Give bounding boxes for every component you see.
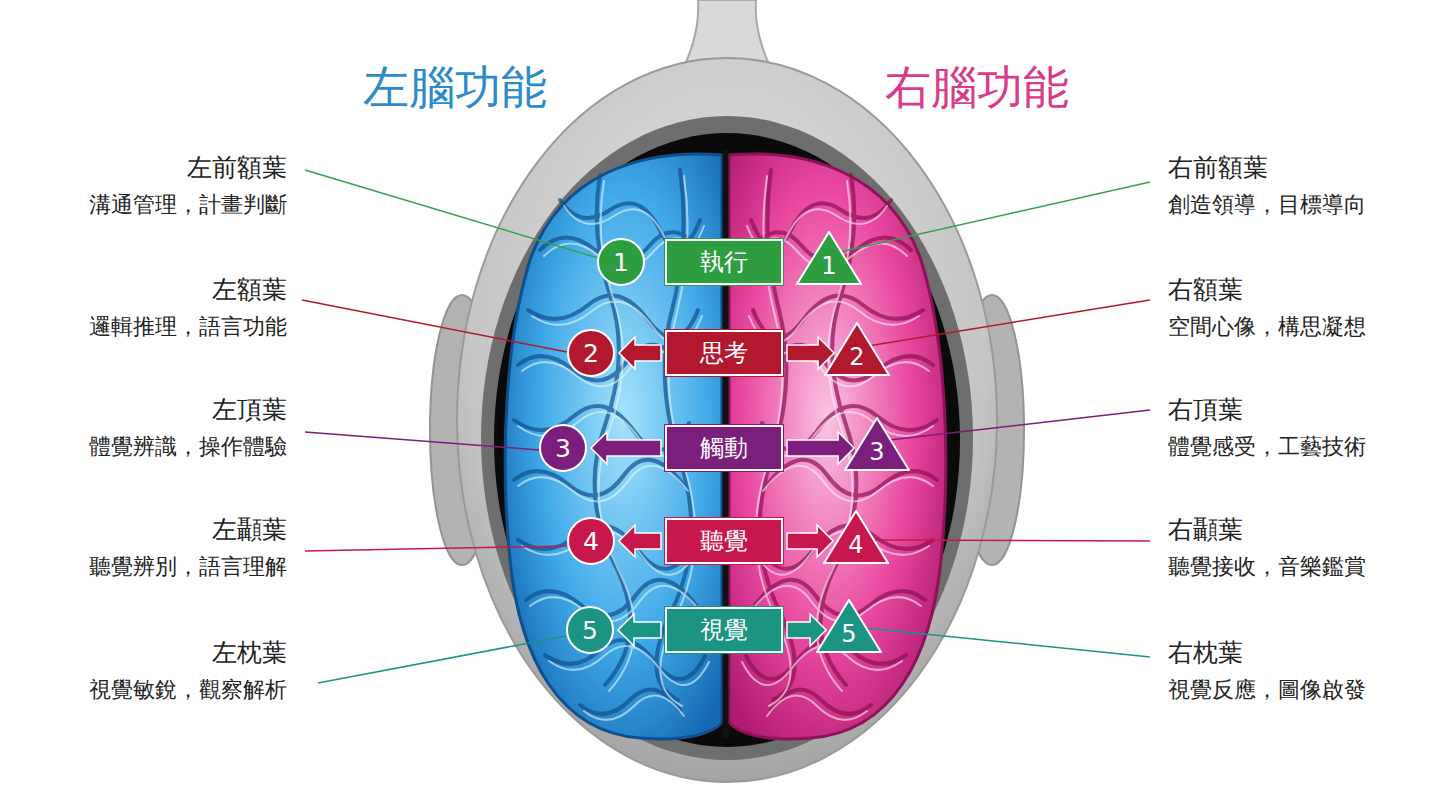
block-arrow (787, 337, 834, 369)
left-lobe-circle: 2 (567, 329, 615, 377)
lobe-function: 創造領導，目標導向 (1168, 192, 1366, 218)
leader-line (840, 182, 1150, 252)
hemisphere-heading: 右腦功能 (885, 60, 1069, 115)
lobe-function: 邏輯推理，語言功能 (89, 314, 287, 340)
skull-rim (481, 116, 973, 760)
right-lobe-triangle: 5 (816, 599, 882, 653)
leader-line (873, 540, 1150, 541)
right-lobe-triangle: 3 (844, 417, 910, 471)
triangle-outline (797, 232, 861, 284)
lobe-function: 視覺敏銳，觀察解析 (89, 677, 287, 703)
leader-line (302, 300, 567, 352)
lobe-name: 左顳葉 (212, 515, 287, 545)
callout-number: 2 (583, 339, 599, 368)
lobe-name: 左額葉 (212, 275, 287, 305)
skull-cavity (494, 133, 960, 747)
left-lobe-circle: 1 (597, 238, 645, 286)
callout-number: 1 (613, 248, 629, 277)
callout-number: 2 (849, 345, 864, 369)
lobe-name: 右前額葉 (1168, 153, 1268, 183)
left-lobe-circle: 4 (567, 517, 615, 565)
right-lobe-triangle: 4 (823, 510, 889, 564)
triangle-outline (845, 418, 909, 470)
right-lobe-triangle: 2 (824, 322, 890, 376)
lobe-name: 左枕葉 (212, 638, 287, 668)
callout-number: 5 (582, 616, 598, 645)
lobe-name: 左頂葉 (212, 395, 287, 425)
callout-number: 3 (555, 434, 571, 463)
block-arrow (618, 614, 661, 646)
lobe-name: 左前額葉 (187, 153, 287, 183)
lobe-function: 空間心像，構思凝想 (1168, 314, 1366, 340)
lobe-function: 視覺反應，圖像啟發 (1168, 677, 1366, 703)
leader-line (868, 300, 1150, 346)
lobe-function: 聽覺接收，音樂鑑賞 (1168, 554, 1366, 580)
leader-line (318, 636, 566, 683)
leader-line (305, 170, 598, 258)
function-label: 聽覺 (700, 525, 748, 557)
function-label: 執行 (700, 246, 748, 278)
triangle-outline (825, 323, 889, 375)
callout-number: 3 (869, 440, 884, 464)
left-lobe-circle: 5 (566, 606, 614, 654)
function-label: 視覺 (700, 614, 748, 646)
leader-line (889, 410, 1150, 440)
function-box: 執行 (665, 239, 783, 285)
callout-number: 5 (841, 622, 856, 646)
head (457, 58, 997, 782)
leader-line (305, 546, 567, 551)
leader-line (865, 628, 1150, 657)
block-arrow (787, 432, 854, 464)
block-arrow (619, 337, 661, 369)
function-box: 聽覺 (665, 518, 783, 564)
left-lobe-circle: 3 (539, 424, 587, 472)
lobe-function: 溝通管理，計畫判斷 (89, 192, 287, 218)
triangle-outline (824, 511, 888, 563)
lobe-name: 右枕葉 (1168, 638, 1243, 668)
block-arrow (787, 614, 826, 646)
lobe-name: 右額葉 (1168, 275, 1243, 305)
lobe-function: 體覺辨識，操作體驗 (89, 434, 287, 460)
function-box: 思考 (665, 330, 783, 376)
lobe-name: 右顳葉 (1168, 515, 1243, 545)
block-arrow (619, 525, 661, 557)
block-arrow (787, 525, 833, 557)
lobe-function: 體覺感受，工藝技術 (1168, 434, 1366, 460)
hemisphere-heading: 左腦功能 (363, 60, 547, 115)
lobe-function: 聽覺辨別，語言理解 (89, 554, 287, 580)
function-box: 觸動 (665, 425, 783, 471)
block-arrow (591, 432, 661, 464)
callout-number: 1 (821, 254, 836, 278)
function-box: 視覺 (665, 607, 783, 653)
callout-number: 4 (848, 533, 863, 557)
right-lobe-triangle: 1 (796, 231, 862, 285)
function-label: 思考 (700, 337, 748, 369)
callout-number: 4 (583, 527, 599, 556)
function-label: 觸動 (700, 432, 748, 464)
leader-line (305, 432, 539, 450)
triangle-outline (817, 600, 881, 652)
lobe-name: 右頂葉 (1168, 395, 1243, 425)
